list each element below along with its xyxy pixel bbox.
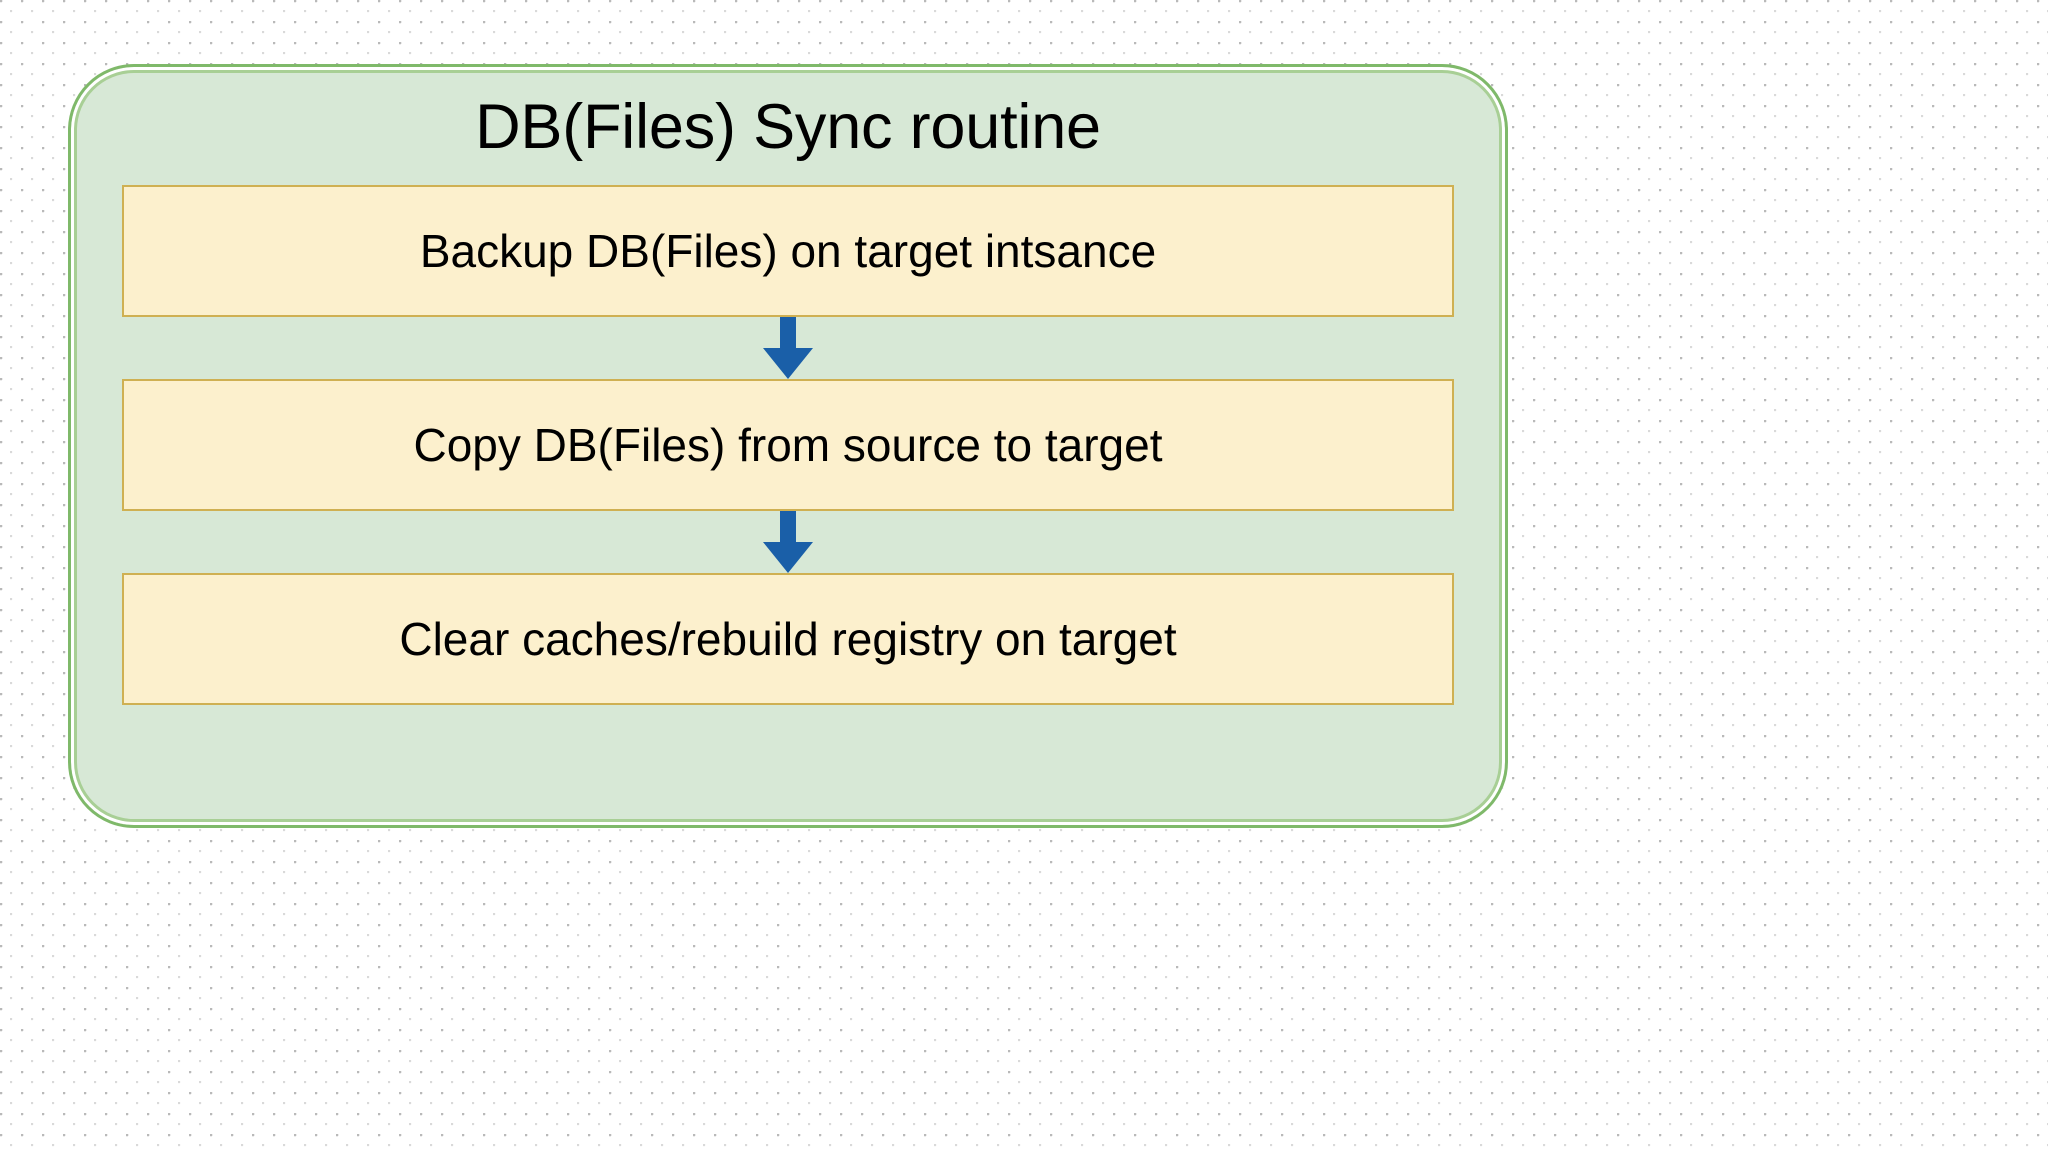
diagram-title: DB(Files) Sync routine bbox=[475, 92, 1101, 162]
arrow-down-icon bbox=[763, 511, 813, 574]
process-step-list: Backup DB(Files) on target intsance Copy… bbox=[122, 185, 1454, 706]
sync-routine-container: DB(Files) Sync routine Backup DB(Files) … bbox=[68, 64, 1508, 828]
process-step-copy[interactable]: Copy DB(Files) from source to target bbox=[122, 379, 1454, 512]
process-step-backup[interactable]: Backup DB(Files) on target intsance bbox=[122, 185, 1454, 318]
process-step-label: Clear caches/rebuild registry on target bbox=[399, 612, 1177, 665]
process-step-label: Backup DB(Files) on target intsance bbox=[419, 224, 1157, 277]
connector-copy-to-clear-caches bbox=[122, 511, 1454, 574]
process-step-clear-caches[interactable]: Clear caches/rebuild registry on target bbox=[122, 573, 1454, 706]
process-step-label: Copy DB(Files) from source to target bbox=[413, 418, 1163, 471]
arrow-down-icon bbox=[763, 317, 813, 380]
connector-backup-to-copy bbox=[122, 317, 1454, 380]
